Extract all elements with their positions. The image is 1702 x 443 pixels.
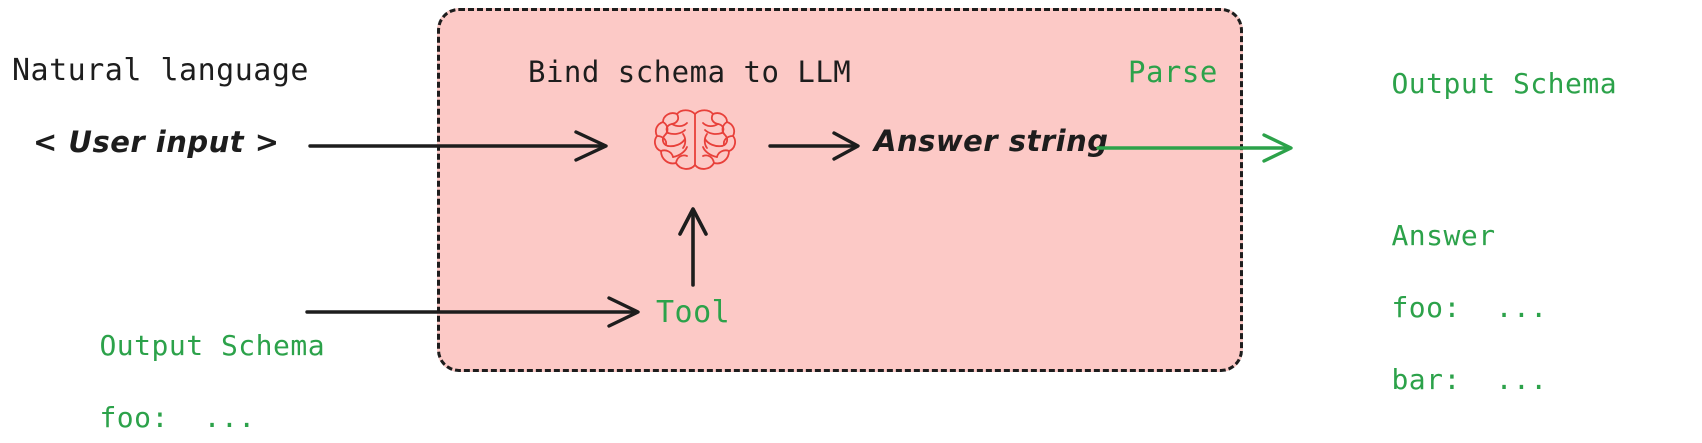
brain-icon xyxy=(650,108,740,174)
output-schema-line-bar: bar: ... xyxy=(1391,363,1548,396)
output-schema-object: Answer xyxy=(1391,219,1496,252)
output-schema-block: Output Schema Answer foo: ... bar: ... xyxy=(1322,30,1617,434)
output-schema-title: Output Schema xyxy=(1391,67,1618,100)
user-input-label: < User input > xyxy=(33,125,280,159)
output-schema-line-foo: foo: ... xyxy=(1391,291,1548,324)
parse-label: Parse xyxy=(1128,55,1218,89)
input-schema-line-foo: foo: ... xyxy=(99,401,256,434)
input-schema-title: Output Schema xyxy=(99,329,326,362)
tool-label: Tool xyxy=(656,295,731,330)
answer-string-label: Answer string xyxy=(874,124,1109,158)
output-schema-spacer xyxy=(1322,174,1617,182)
bind-schema-label: Bind schema to LLM xyxy=(528,55,852,89)
input-output-schema-block: Output Schema foo: ... bar: ... xyxy=(30,292,325,443)
natural-language-heading: Natural language xyxy=(12,53,309,88)
